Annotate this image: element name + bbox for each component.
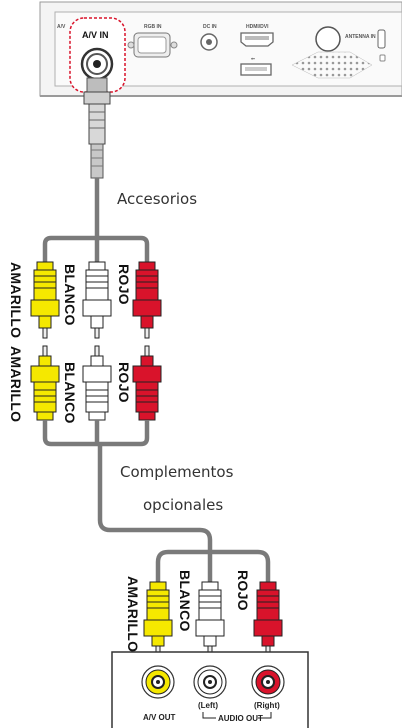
device-red-plug [253,581,283,655]
device-red-label: ROJO [235,570,251,611]
upper-yellow-label: AMARILLO [8,262,24,339]
video-out-jack [141,665,175,699]
lower-yellow-plug [30,345,60,421]
optional-cable [42,420,271,582]
av-label-small: A/V [57,24,66,30]
upper-red-label: ROJO [116,264,132,305]
dc-in-port [200,33,218,51]
usb-label: ⭠ [251,56,255,62]
device-white-plug [195,581,225,655]
av-in-label: A/V IN [82,30,109,40]
hdmi-port [240,32,274,47]
lower-yellow-label: AMARILLO [8,346,24,423]
audio-right-jack [251,665,285,699]
antenna-port [315,26,341,52]
dc-in-label: DC IN [203,24,217,30]
rgb-in-port [127,32,178,58]
lower-white-label: BLANCO [62,362,78,424]
upper-white-plug [82,261,112,339]
accessory-cable [42,178,150,262]
optional-label-line2: opcionales [143,496,224,514]
usb-port [240,63,272,76]
vent-grill [291,51,373,79]
upper-red-plug [132,261,162,339]
lower-red-label: ROJO [116,362,132,403]
audio-out-label: AUDIO OUT [218,714,263,723]
av-plug [83,77,111,179]
lock-icon [377,29,386,62]
right-label: (Right) [254,701,280,710]
optional-label-line1: Complementos [120,463,234,481]
lower-white-plug [82,345,112,421]
left-label: (Left) [198,701,218,710]
av-out-label: A/V OUT [143,713,176,722]
device-white-label: BLANCO [177,570,193,632]
upper-white-label: BLANCO [62,264,78,326]
device-yellow-label: AMARILLO [125,576,141,653]
audio-left-jack [193,665,227,699]
hdmi-dvi-label: HDMI/DVI [246,24,269,30]
lower-red-plug [132,345,162,421]
upper-yellow-plug [30,261,60,339]
antenna-in-label: ANTENNA IN [345,34,376,40]
rgb-in-label: RGB IN [144,24,162,30]
accessories-label: Accesorios [117,190,198,208]
audio-out-bracket [202,712,272,719]
device-yellow-plug [143,581,173,655]
